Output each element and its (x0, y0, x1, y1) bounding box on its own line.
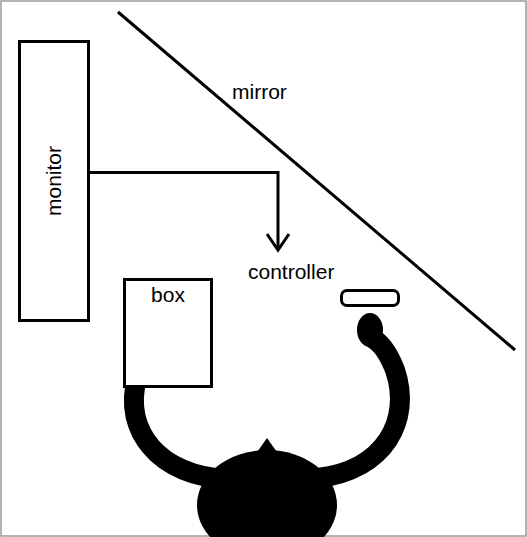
monitor-box: monitor (18, 40, 90, 322)
node-label: controller (248, 260, 400, 283)
mirror-label: mirror (232, 80, 287, 104)
right-arm (318, 338, 400, 478)
box-node: box (123, 278, 213, 388)
node-label: box (151, 283, 185, 306)
mirror-line (118, 12, 515, 350)
right-hand (357, 313, 383, 347)
controller-node: controller (244, 258, 404, 309)
nose (255, 438, 279, 455)
node-label: monitor (42, 146, 65, 216)
arrow-connector (90, 173, 289, 250)
head (197, 450, 337, 537)
controller-shape (340, 289, 400, 307)
